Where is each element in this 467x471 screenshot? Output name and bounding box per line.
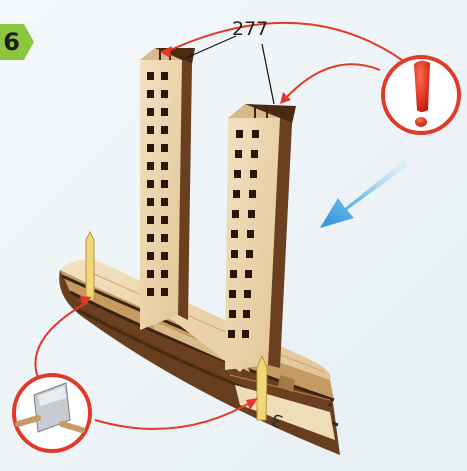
part-number-label: 277 <box>232 18 268 40</box>
tower-right <box>225 104 296 370</box>
boat-base <box>59 260 340 455</box>
step-number: 6 <box>3 28 20 56</box>
cutter-callout <box>14 375 90 451</box>
warning-callout <box>383 57 459 133</box>
blue-arrow-icon <box>320 160 408 228</box>
part-label-leaders <box>186 36 274 104</box>
peg-right <box>257 356 267 420</box>
tower-left <box>140 48 195 330</box>
peg-left <box>86 232 94 300</box>
